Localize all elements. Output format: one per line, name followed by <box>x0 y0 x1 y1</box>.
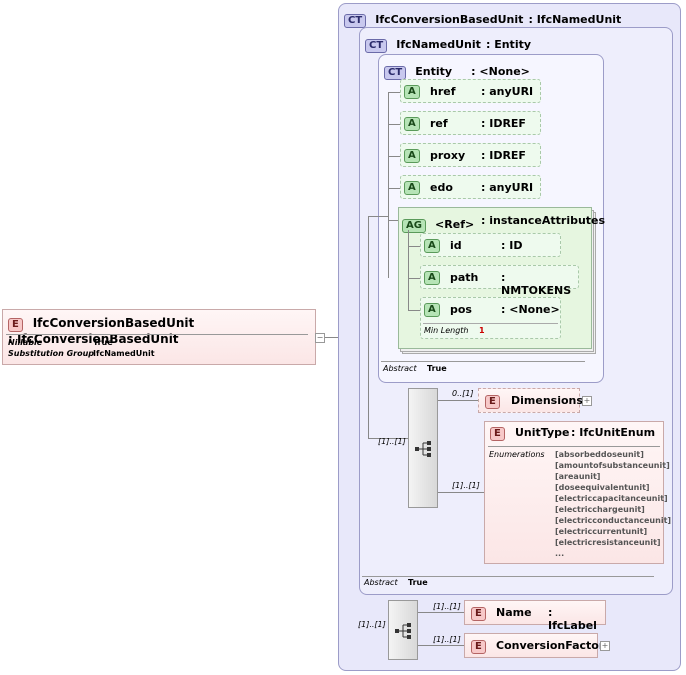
attribute-type: : anyURI <box>481 85 534 98</box>
element-badge: E <box>485 395 500 409</box>
sequence-icon <box>415 441 431 457</box>
min-length-value: 1 <box>479 326 485 335</box>
element-badge: E <box>471 607 486 621</box>
enum-value: [absorbeddoseunit] <box>555 450 644 459</box>
enum-value: [electricresistanceunit] <box>555 538 661 547</box>
element-type: : IfcLabel <box>548 606 597 632</box>
conversionfactor-multiplicity: [1]..[1] <box>433 635 461 644</box>
ct-outer-name: IfcConversionBasedUnit <box>375 13 524 26</box>
ct-named-type: : Entity <box>485 38 532 51</box>
enum-value: [electriccapacitanceunit] <box>555 494 668 503</box>
sequence-icon <box>395 623 411 639</box>
attribute-group-name: <Ref> <box>435 218 475 231</box>
enumerations-label: Enumerations <box>489 450 545 459</box>
nillable-value: True <box>93 338 113 347</box>
attribute-badge: A <box>404 85 420 99</box>
root-element[interactable]: E IfcConversionBasedUnit : IfcConversion… <box>2 309 316 365</box>
sequence-compositor[interactable] <box>388 600 418 660</box>
expand-icon[interactable]: + <box>600 641 610 651</box>
collapse-icon[interactable]: − <box>315 333 325 343</box>
ct-named-name: IfcNamedUnit <box>396 38 481 51</box>
attribute-ref[interactable]: A ref : IDREF <box>400 111 541 135</box>
enumeration-list: [absorbeddoseunit] [amountofsubstanceuni… <box>555 449 671 559</box>
abstract-label: Abstract <box>364 578 398 587</box>
attribute-badge: A <box>404 117 420 131</box>
subgroup-value: IfcNamedUnit <box>93 349 155 358</box>
attribute-name: id <box>450 239 462 252</box>
enum-value: [electricchargeunit] <box>555 505 645 514</box>
element-conversionfactor[interactable]: E ConversionFactor <box>464 633 604 658</box>
attribute-badge: A <box>424 239 440 253</box>
nillable-label: Nillable <box>8 338 43 347</box>
element-name: UnitType <box>515 426 570 439</box>
element-badge: E <box>8 318 23 332</box>
unittype-multiplicity: [1]..[1] <box>452 481 480 490</box>
dimensions-multiplicity: 0..[1] <box>452 389 474 398</box>
attribute-group-type: : instanceAttributes <box>481 214 606 227</box>
element-label: ConversionFactor <box>496 639 605 652</box>
abstract-value: True <box>427 364 447 373</box>
attribute-href[interactable]: A href : anyURI <box>400 79 541 103</box>
attribute-name: path <box>450 271 479 284</box>
element-badge: E <box>471 640 486 654</box>
element-dimensions[interactable]: E Dimensions <box>478 388 583 413</box>
element-name[interactable]: E Name : IfcLabel <box>464 600 606 632</box>
element-badge: E <box>490 427 505 441</box>
attribute-name: href <box>430 85 456 98</box>
min-length-label: Min Length <box>424 326 469 335</box>
sequence-compositor[interactable] <box>408 388 438 508</box>
enum-value: [electricconductanceunit] <box>555 516 672 525</box>
attribute-pos[interactable]: A pos : <None> Min Length 1 <box>420 297 561 339</box>
attribute-type: : NMTOKENS <box>501 271 572 297</box>
attribute-name: pos <box>450 303 472 316</box>
enum-value: ... <box>555 549 565 558</box>
element-name: Dimensions <box>511 394 583 407</box>
root-name: IfcConversionBasedUnit <box>32 316 195 330</box>
attribute-badge: A <box>404 181 420 195</box>
complextype-badge: CT <box>344 14 367 28</box>
ct-outer-type: : IfcNamedUnit <box>528 13 622 26</box>
element-label: Name <box>496 606 532 619</box>
root-type: : IfcConversionBasedUnit <box>8 332 179 346</box>
complextype-badge: CT <box>384 66 407 80</box>
sequence-multiplicity: [1]..[1] <box>378 437 406 446</box>
complextype-badge: CT <box>365 39 388 53</box>
enum-value: [doseequivalentunit] <box>555 483 650 492</box>
attribute-name: edo <box>430 181 453 194</box>
attribute-badge: A <box>424 303 440 317</box>
expand-icon[interactable]: + <box>582 396 592 406</box>
attribute-name: proxy <box>430 149 466 162</box>
abstract-label: Abstract <box>383 364 417 373</box>
element-unittype[interactable]: E UnitType : IfcUnitEnum Enumerations [a… <box>484 421 671 564</box>
attribute-type: : IDREF <box>481 117 526 130</box>
attribute-edo[interactable]: A edo : anyURI <box>400 175 541 199</box>
attribute-group-badge: AG <box>402 219 426 233</box>
subgroup-label: Substitution Group <box>8 349 95 358</box>
attribute-type: : anyURI <box>481 181 534 194</box>
attribute-path[interactable]: A path : NMTOKENS <box>420 265 579 297</box>
ct-entity-name: Entity <box>415 65 453 78</box>
abstract-value: True <box>408 578 428 587</box>
attribute-type: : IDREF <box>481 149 526 162</box>
attribute-id[interactable]: A id : ID <box>420 233 561 257</box>
attribute-proxy[interactable]: A proxy : IDREF <box>400 143 541 167</box>
enum-value: [electriccurrentunit] <box>555 527 648 536</box>
attribute-type: : <None> <box>501 303 560 316</box>
name-multiplicity: [1]..[1] <box>433 602 461 611</box>
attribute-type: : ID <box>501 239 523 252</box>
attribute-badge: A <box>424 271 440 285</box>
enum-value: [amountofsubstanceunit] <box>555 461 670 470</box>
sequence-multiplicity: [1]..[1] <box>358 620 386 629</box>
element-type: : IfcUnitEnum <box>571 426 656 439</box>
enum-value: [areaunit] <box>555 472 601 481</box>
attribute-name: ref <box>430 117 448 130</box>
attribute-badge: A <box>404 149 420 163</box>
ct-entity-type: : <None> <box>471 65 530 78</box>
